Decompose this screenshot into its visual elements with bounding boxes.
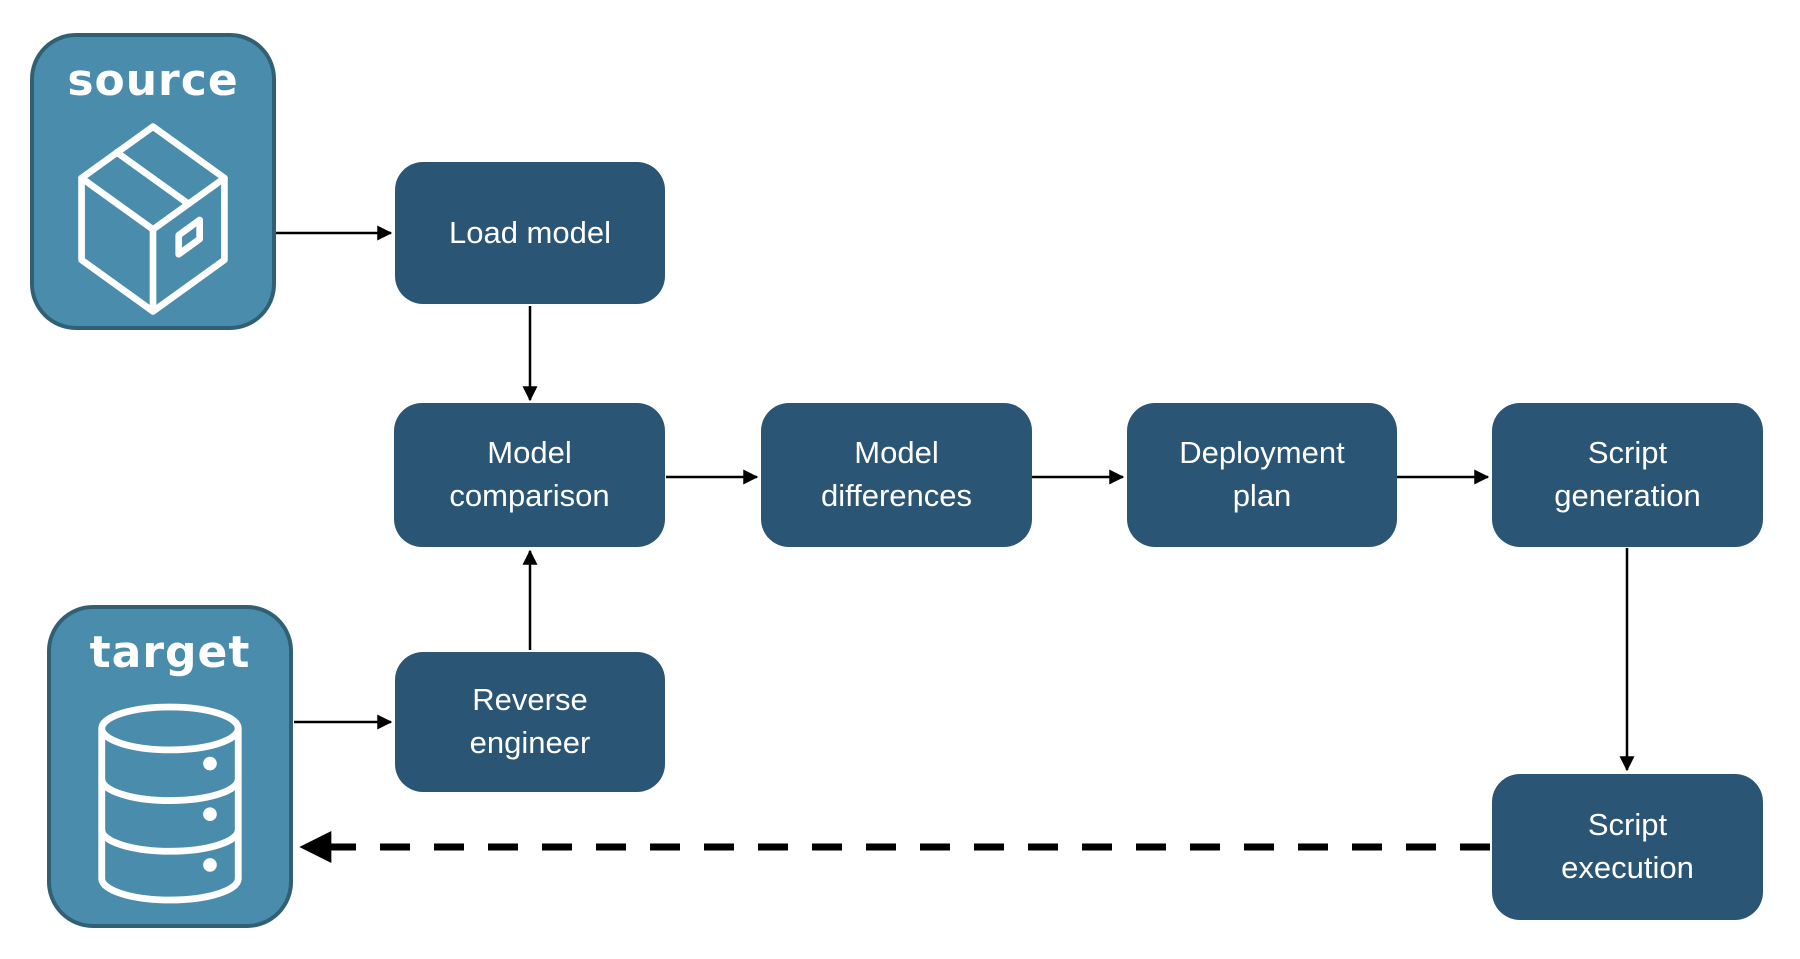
package-icon — [78, 123, 228, 316]
source-endpoint: source — [30, 33, 276, 330]
node-load-model: Load model — [395, 162, 665, 304]
node-script-execution-label: Script execution — [1561, 807, 1694, 885]
node-reverse-engineer: Reverse engineer — [395, 652, 665, 792]
node-model-comparison-label: Model comparison — [449, 435, 610, 513]
node-model-differences-label: Model differences — [820, 435, 973, 513]
node-script-execution: Script execution — [1492, 774, 1763, 920]
source-label: source — [67, 55, 239, 106]
node-script-generation: Script generation — [1492, 403, 1763, 547]
node-deployment-plan: Deployment plan — [1127, 403, 1397, 547]
target-label: target — [89, 627, 251, 678]
database-icon — [98, 703, 242, 904]
node-deployment-plan-label: Deployment plan — [1179, 435, 1345, 513]
node-model-differences: Model differences — [761, 403, 1032, 547]
node-load-model-label: Load model — [448, 214, 611, 250]
node-model-comparison: Model comparison — [394, 403, 665, 547]
node-script-generation-label: Script generation — [1554, 435, 1701, 513]
node-reverse-engineer-label: Reverse engineer — [469, 682, 591, 760]
target-endpoint: target — [47, 605, 293, 928]
